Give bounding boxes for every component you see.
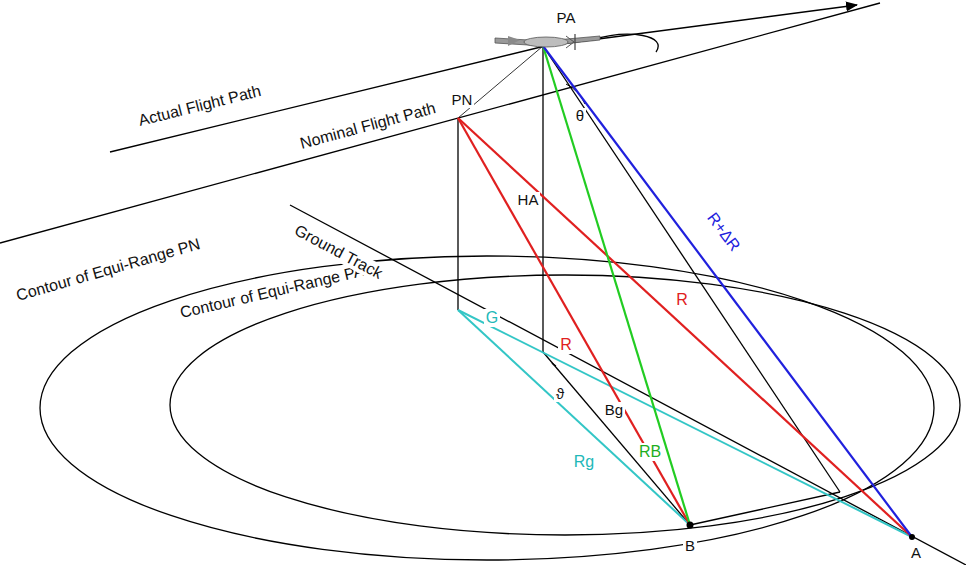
- range-line-rb: [543, 46, 690, 525]
- drone-icon: [495, 34, 600, 50]
- angle-arc: [552, 363, 556, 366]
- bg-line: [543, 352, 690, 525]
- range-label: Rg: [572, 453, 596, 471]
- actual-flight-path: [110, 5, 857, 152]
- range-line-r: [458, 118, 690, 525]
- aux-line: [690, 492, 840, 525]
- range-label: R: [558, 336, 574, 354]
- point-label: PN: [450, 92, 475, 109]
- actual-height-line: [542, 46, 543, 352]
- rg-line: [458, 310, 690, 525]
- ground-track: [290, 205, 966, 565]
- point-label: B: [683, 538, 697, 555]
- range-line-r: [458, 118, 912, 537]
- range-label: G: [484, 309, 500, 327]
- g-line: [458, 310, 912, 537]
- nominal-height-line: [457, 118, 458, 310]
- contour-label: Contour of Equi-Range PA: [176, 262, 367, 322]
- point-b: [687, 522, 694, 529]
- contour-label: Contour of Equi-Range PN: [12, 235, 204, 305]
- range-label: R+ΔR: [703, 208, 745, 256]
- path-label: Actual Flight Path: [135, 82, 265, 130]
- range-label: Bg: [603, 402, 625, 419]
- point-a: [909, 534, 915, 540]
- height-label: HA: [516, 192, 541, 209]
- point-label: PA: [555, 10, 578, 27]
- angle-arc: [566, 84, 585, 104]
- point-label: A: [909, 545, 923, 562]
- aux-line: [543, 46, 840, 492]
- range-label: RB: [637, 443, 663, 461]
- flight-path-loop: [592, 34, 658, 52]
- angle-label: θ: [574, 108, 586, 125]
- path-label: Nominal Flight Path: [296, 99, 439, 153]
- range-label: R: [674, 291, 690, 309]
- equi-range-contour-pa: [170, 275, 960, 535]
- equi-range-contour-pn: [40, 256, 934, 560]
- nominal-flight-path: [0, 3, 880, 243]
- angle-label: ϑ: [554, 386, 566, 403]
- range-line-r-plus: [543, 46, 912, 537]
